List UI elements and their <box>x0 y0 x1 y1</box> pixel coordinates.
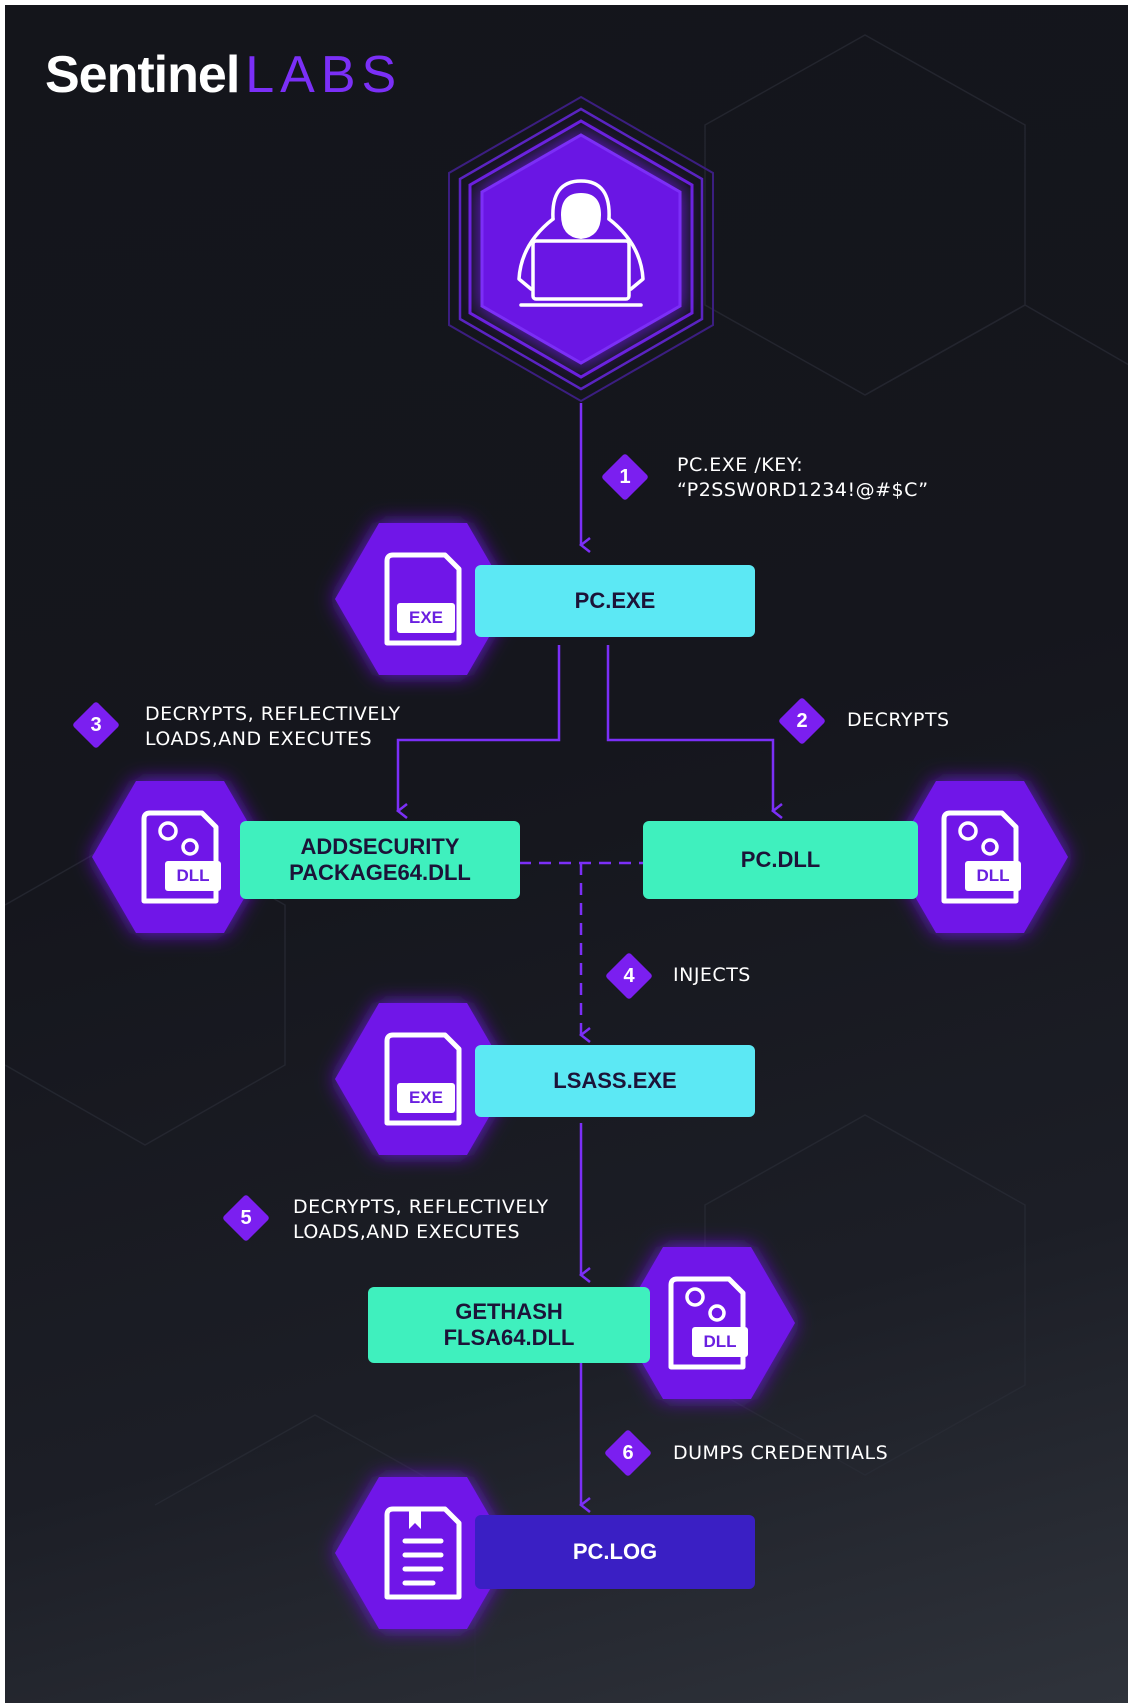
node-label-line2: PACKAGE64.DLL <box>289 860 471 885</box>
exe-file-tag: EXE <box>397 603 455 633</box>
step-label-6: DUMPS CREDENTIALS <box>673 1442 889 1464</box>
dll-file-tag: DLL <box>692 1327 748 1357</box>
node-lsass-exe: LSASS.EXE <box>475 1045 755 1117</box>
document-lines-icon <box>402 1538 444 1586</box>
pclog-hexagon <box>335 1477 511 1629</box>
dll-file-tag: DLL <box>165 861 221 891</box>
node-label-line1: ADDSECURITY <box>300 834 460 859</box>
step-badge-5: 5 <box>223 1195 269 1241</box>
step-badge-3: 3 <box>73 702 119 748</box>
arrow-pcexe-to-pcdll <box>606 645 773 811</box>
step-label-4: INJECTS <box>673 964 751 986</box>
node-label: LSASS.EXE <box>553 1068 677 1093</box>
step-label-1: PC.EXE /KEY: “P2SSW0RD1234!@#$C” <box>677 454 929 501</box>
step-label-5: DECRYPTS, REFLECTIVELY LOADS,AND EXECUTE… <box>293 1196 549 1243</box>
arrow-pcexe-to-addsecurity <box>398 645 561 811</box>
node-gethash-dll: GETHASH FLSA64.DLL <box>368 1287 650 1363</box>
step-label-3: DECRYPTS, REFLECTIVELY LOADS,AND EXECUTE… <box>145 703 401 750</box>
node-label: PC.EXE <box>574 588 656 613</box>
node-pc-dll: PC.DLL <box>643 821 918 899</box>
connectors <box>398 403 773 1505</box>
node-label-line1: GETHASH <box>455 1299 563 1324</box>
step-label-2: DECRYPTS <box>847 709 950 731</box>
pcdll-hexagon <box>892 781 1068 933</box>
node-pc-log: PC.LOG <box>475 1515 755 1589</box>
node-label-line2: FLSA64.DLL <box>443 1325 575 1350</box>
node-pc-exe: PC.EXE <box>475 565 755 637</box>
node-label: PC.DLL <box>740 847 821 872</box>
addsecurity-hexagon <box>92 781 268 933</box>
hacker-laptop-icon <box>517 179 645 307</box>
step-badge-1: 1 <box>602 454 648 500</box>
node-label: PC.LOG <box>572 1539 658 1564</box>
node-addsecurity-dll: ADDSECURITY PACKAGE64.DLL <box>240 821 520 899</box>
brand-primary: Sentinel <box>45 46 240 104</box>
flow-graphics <box>5 34 1128 1685</box>
step-badge-2: 2 <box>779 698 825 744</box>
gears-icon <box>685 1287 726 1322</box>
attacker-hexagon <box>448 95 714 403</box>
lsass-hexagon <box>335 1003 511 1155</box>
pcexe-hexagon <box>335 523 511 675</box>
gears-icon <box>158 821 199 856</box>
gethash-hexagon <box>619 1247 795 1399</box>
dll-file-tag: DLL <box>965 861 1021 891</box>
exe-file-tag: EXE <box>397 1083 455 1113</box>
step-badge-4: 4 <box>606 953 652 999</box>
step-badge-6: 6 <box>605 1430 651 1476</box>
gears-icon <box>958 821 999 856</box>
brand-secondary: LABS <box>245 46 403 104</box>
